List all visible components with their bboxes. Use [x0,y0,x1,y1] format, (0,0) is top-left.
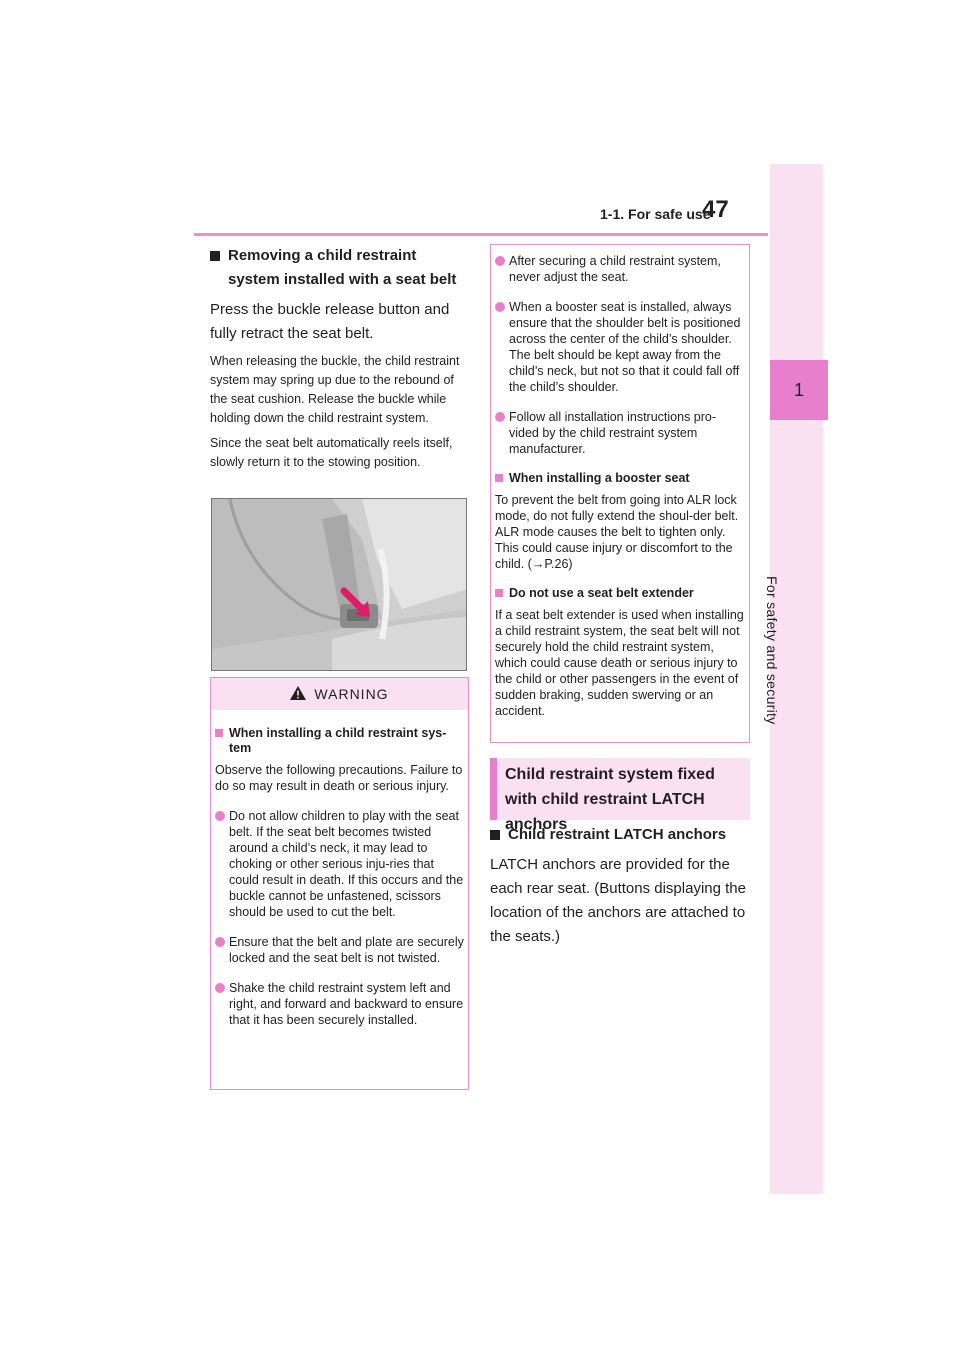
removing-heading-text: Removing a child restraint system instal… [228,247,457,288]
chapter-label: For safety and security [764,576,780,725]
warning-header: WARNING [211,678,468,710]
warning-bullet-text: Follow all installation instructions pro… [509,410,717,456]
latch-heading-text: Child restraint LATCH anchors [508,826,727,843]
bullet-dot-icon [495,412,505,422]
warning-title: WARNING [314,686,389,702]
chapter-number-block [770,360,828,420]
bullet-dot-icon [495,256,505,266]
warning-intro: Observe the following precautions. Failu… [215,763,463,793]
square-bullet-icon [495,589,503,597]
seat-buckle-illustration [211,498,467,671]
booster-seat-subheading-text: When installing a booster seat [509,471,690,485]
note-text-1: When releasing the buckle, the child res… [210,354,460,425]
warning-subheading-text: When installing a child restraint sys-te… [229,726,447,755]
extender-subheading-text: Do not use a seat belt extender [509,586,694,600]
page-number: 47 [702,196,729,223]
warning-subheading: When installing a child restraint sys-te… [215,726,464,756]
extender-text: If a seat belt extender is used when ins… [495,608,744,718]
latch-section: Child restraint LATCH anchors LATCH anch… [490,823,752,949]
note-text-2: Since the seat belt automatically reels … [210,436,453,469]
removing-heading: Removing a child restraint system instal… [210,244,468,292]
section-title: Child restraint system fixed with child … [490,758,750,833]
latch-body: LATCH anchors are provided for the each … [490,856,746,945]
bullet-dot-icon [215,983,225,993]
warning-bullet-text: Do not allow children to play with the s… [229,809,464,919]
warning-box-continued: After securing a child restraint system,… [490,244,750,743]
warning-bullet-text: Ensure that the belt and plate are secur… [229,935,464,965]
seat-belt-photo-icon [212,499,466,670]
warning-triangle-icon [290,685,307,703]
square-bullet-icon [490,830,500,840]
extender-subheading: Do not use a seat belt extender [495,586,745,601]
warning-bullet-text: Shake the child restraint system left an… [229,981,464,1027]
latch-heading: Child restraint LATCH anchors [490,823,752,847]
warning-bullet-text: When a booster seat is installed, always… [509,300,741,394]
warning-bullet: Ensure that the belt and plate are secur… [215,934,464,966]
bullet-dot-icon [495,302,505,312]
square-bullet-icon [215,729,223,737]
square-bullet-icon [495,474,503,482]
warning-bullet: Follow all installation instructions pro… [495,409,745,457]
warning-bullet: Do not allow children to play with the s… [215,808,464,920]
bullet-dot-icon [215,811,225,821]
instruction-text: Press the buckle release button and full… [210,301,450,342]
booster-seat-text: To prevent the belt from going into ALR … [495,493,739,571]
section-header: 1-1. For safe use [600,206,711,222]
warning-box: WARNING When installing a child restrain… [210,677,469,1090]
warning-bullet: After securing a child restraint system,… [495,253,745,285]
square-bullet-icon [210,251,220,261]
warning-bullet: When a booster seat is installed, always… [495,299,745,395]
warning-bullet-text: After securing a child restraint system,… [509,254,721,284]
booster-seat-subheading: When installing a booster seat [495,471,745,486]
chapter-number: 1 [793,380,804,400]
chapter-side-tab [770,164,823,1194]
left-column: Removing a child restraint system instal… [210,244,468,472]
header-rule [194,233,768,236]
bullet-dot-icon [215,937,225,947]
warning-bullet: Shake the child restraint system left an… [215,980,464,1028]
